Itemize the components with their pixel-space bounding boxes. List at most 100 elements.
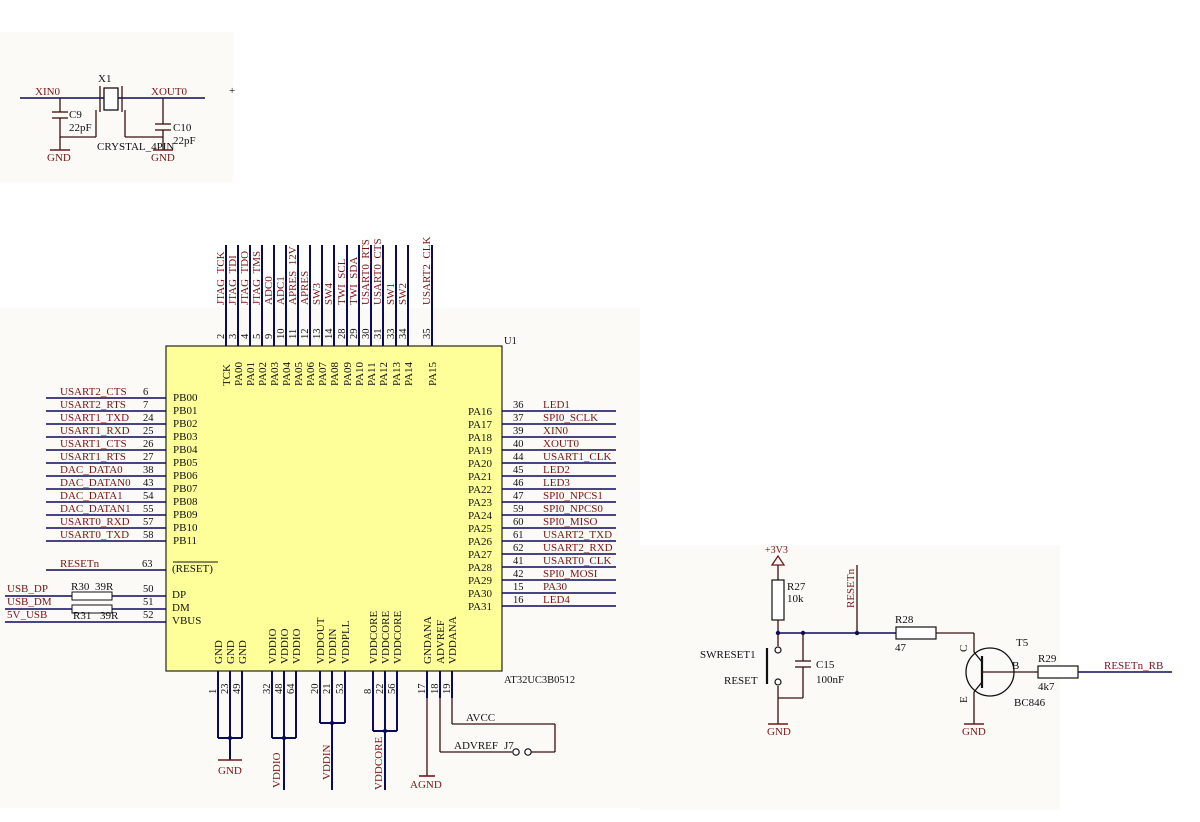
left-pin-net: USART1_RXD xyxy=(60,425,130,437)
left-pin-name: PB06 xyxy=(173,470,198,482)
usb-dm-name: DM xyxy=(172,602,190,614)
right-pin-number: 37 xyxy=(513,413,524,424)
top-pin-name: PA03 xyxy=(269,361,281,386)
right-pin-number: 36 xyxy=(513,400,524,411)
j7-ref: J7 xyxy=(504,740,514,752)
usb-dp-name: DP xyxy=(172,589,186,601)
left-pin-number: 24 xyxy=(143,413,154,424)
bottom-pin-number: 64 xyxy=(286,683,297,694)
top-pin-number: 29 xyxy=(349,329,360,340)
top-pin-number: 30 xyxy=(361,329,372,340)
right-pin-number: 46 xyxy=(513,478,524,489)
bottom-pin-name: VDDIO xyxy=(291,629,303,664)
top-pin-name: PA15 xyxy=(427,361,439,386)
right-pin-name: PA22 xyxy=(468,484,492,496)
right-pin-name: PA30 xyxy=(468,588,493,600)
bottom-pin-number: 18 xyxy=(430,684,441,695)
top-pin-name: PA06 xyxy=(305,361,317,386)
j7-pin-icon xyxy=(524,748,532,756)
gnd-net-label: GND xyxy=(218,765,242,777)
top-pin-net: TWI_SCL xyxy=(336,258,348,305)
top-pin-number: 14 xyxy=(324,328,335,339)
top-pin-name: PA07 xyxy=(317,361,329,386)
vddio-net-label: VDDIO xyxy=(271,753,283,788)
right-pin-net: USART2_RXD xyxy=(543,542,613,554)
vddin-net-label: VDDIN xyxy=(321,745,333,780)
right-pin-net: SPI0_NPCS1 xyxy=(543,490,603,502)
top-pin-name: PA14 xyxy=(403,361,415,386)
right-pin-number: 39 xyxy=(513,426,524,437)
right-pin-net: USART0_CLK xyxy=(543,555,611,567)
right-pin-name: PA18 xyxy=(468,432,493,444)
top-pin-number: 35 xyxy=(422,329,433,340)
mcu-ref: U1 xyxy=(504,336,517,347)
mcu-top-pins: JTAG_TCK2TCKJTAG_TDI3PA00JTAG_TDO4PA01JT… xyxy=(215,237,439,386)
r31-resistor xyxy=(71,604,113,614)
left-pin-net: USART1_RTS xyxy=(60,451,126,463)
left-pin-name: PB09 xyxy=(173,509,198,521)
r31-ref: R31 xyxy=(73,610,91,622)
right-pin-net: PA30 xyxy=(543,581,568,593)
bottom-pin-number: 8 xyxy=(363,689,374,694)
right-pin-number: 47 xyxy=(513,491,524,502)
right-pin-name: PA29 xyxy=(468,575,493,587)
xin-net-label: XIN0 xyxy=(35,86,61,98)
left-pin-name: PB11 xyxy=(173,535,197,547)
right-pin-number: 59 xyxy=(513,504,524,515)
right-pin-name: PA26 xyxy=(468,536,493,548)
vcc-label: +3V3 xyxy=(765,545,788,556)
top-pin-number: 9 xyxy=(264,334,275,339)
left-pin-number: 57 xyxy=(143,517,154,528)
top-pin-number: 12 xyxy=(300,329,311,340)
t5-gnd-label: GND xyxy=(962,726,986,738)
top-pin-name: PA09 xyxy=(342,361,354,386)
r27-ref: R27 xyxy=(787,581,806,593)
resetn-rb-label: RESETn_RB xyxy=(1104,660,1163,672)
left-pin-name: PB03 xyxy=(173,431,198,443)
right-pin-name: PA21 xyxy=(468,471,492,483)
top-pin-name: PA01 xyxy=(245,362,257,386)
mcu-u1: U1 AT32UC3B0512 xyxy=(165,336,575,686)
r28-ref: R28 xyxy=(895,614,914,626)
right-pin-number: 41 xyxy=(513,556,524,567)
right-pin-net: SPI0_MOSI xyxy=(543,568,598,580)
j7-pin-icon xyxy=(512,748,520,756)
bottom-pin-number: 23 xyxy=(220,684,231,695)
bottom-pin-number: 21 xyxy=(322,684,333,695)
right-pin-number: 60 xyxy=(513,517,524,528)
top-pin-name: PA00 xyxy=(233,361,245,386)
right-pin-net: XIN0 xyxy=(543,425,569,437)
left-pin-name: PB00 xyxy=(173,392,198,404)
bottom-pin-name: VDDIO xyxy=(267,629,279,664)
right-pin-name: PA31 xyxy=(468,601,492,613)
right-pin-name: PA24 xyxy=(468,510,493,522)
bottom-pin-name: ADVREF xyxy=(435,620,447,664)
usb-pins: USB_DP USB_DM 5V_USB R30 39R R31 39R 50 … xyxy=(5,581,201,627)
left-pin-name: PB01 xyxy=(173,405,197,417)
right-pin-net: XOUT0 xyxy=(543,438,580,450)
mcu-part: AT32UC3B0512 xyxy=(504,675,575,686)
reset-pin-name: (RESET) xyxy=(172,563,213,575)
top-pin-name: PA02 xyxy=(257,362,269,386)
c15-value: 100nF xyxy=(816,674,844,686)
bottom-pin-number: 20 xyxy=(310,684,321,695)
left-pin-number: 58 xyxy=(143,530,154,541)
bottom-pin-name: VDDPLL xyxy=(340,620,352,664)
right-pin-net: SPI0_NPCS0 xyxy=(543,503,603,515)
left-pin-net: USART1_CTS xyxy=(60,438,127,450)
top-pin-number: 31 xyxy=(373,329,384,340)
r29-value: 4k7 xyxy=(1038,681,1055,693)
bottom-pin-name: VDDIO xyxy=(279,629,291,664)
bottom-pin-number: 1 xyxy=(208,689,219,694)
top-pin-number: 3 xyxy=(228,334,239,339)
right-pin-name: PA28 xyxy=(468,562,493,574)
right-pin-net: SPI0_SCLK xyxy=(543,412,598,424)
left-pin-net: DAC_DATAN1 xyxy=(60,503,131,515)
left-pin-number: 25 xyxy=(143,426,154,437)
t5-emitter: E xyxy=(958,696,970,703)
r29-ref: R29 xyxy=(1038,653,1057,665)
top-pin-net: JTAG_TDO xyxy=(239,251,251,305)
bottom-pin-number: 53 xyxy=(335,684,346,695)
top-pin-net: SW4 xyxy=(323,283,335,306)
